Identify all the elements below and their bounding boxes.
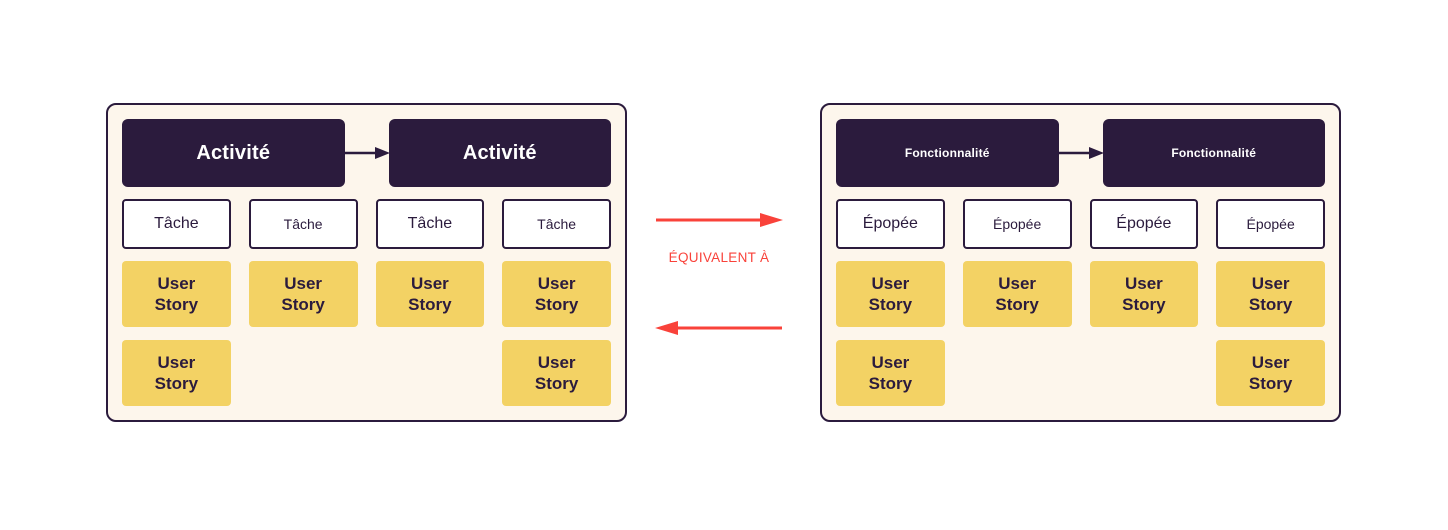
epic-box-1[interactable]: Épopée <box>836 199 945 249</box>
arrow-right-icon <box>656 213 783 227</box>
arrow-right-icon <box>343 147 390 159</box>
equivalence-group: ÉQUIVALENT À <box>655 200 795 340</box>
task-box-3[interactable]: Tâche <box>375 199 485 249</box>
epic-box-2[interactable]: Épopée <box>962 199 1072 249</box>
feature-box-2[interactable]: Fonctionnalité <box>1102 119 1325 187</box>
arrow-left-icon <box>655 321 782 335</box>
epic-box-3[interactable]: Épopée <box>1089 199 1199 249</box>
empty-slot <box>376 340 485 406</box>
empty-slot <box>249 340 358 406</box>
scrum-terminology-panel: Activité Activité Tâche Tâche Tâche Tâch… <box>106 103 627 422</box>
header-row: Fonctionnalité Fonctionnalité <box>836 119 1325 187</box>
feature-box-1[interactable]: Fonctionnalité <box>836 119 1059 187</box>
header-row: Activité Activité <box>122 119 611 187</box>
activity-box-2[interactable]: Activité <box>388 119 611 187</box>
sub-row: Tâche Tâche Tâche Tâche <box>122 199 611 249</box>
arrow-right-icon <box>1057 147 1104 159</box>
equivalence-label: ÉQUIVALENT À <box>668 250 770 265</box>
empty-slot <box>963 340 1072 406</box>
activity-box-1[interactable]: Activité <box>122 119 345 187</box>
empty-slot <box>1090 340 1199 406</box>
task-box-1[interactable]: Tâche <box>122 199 231 249</box>
sub-row: Épopée Épopée Épopée Épopée <box>836 199 1325 249</box>
task-box-4[interactable]: Tâche <box>502 199 611 249</box>
safe-terminology-panel: Fonctionnalité Fonctionnalité Épopée Épo… <box>820 103 1341 422</box>
epic-box-4[interactable]: Épopée <box>1216 199 1325 249</box>
task-box-2[interactable]: Tâche <box>248 199 358 249</box>
